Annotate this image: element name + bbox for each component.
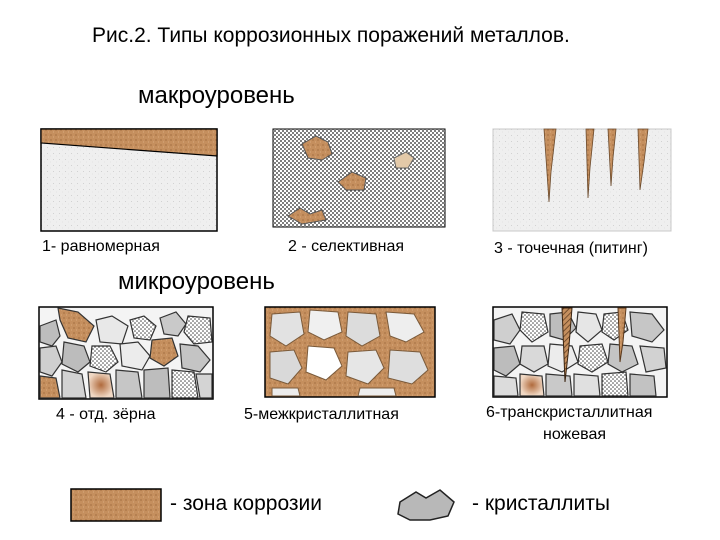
panel-uniform-label: 1- равномерная: [42, 238, 160, 255]
legend-crystallites-label: - кристаллиты: [472, 492, 610, 515]
panel-pitting-label: 3 - точечная (питинг): [494, 240, 648, 257]
panel-intercrystalline-label: 5-межкристаллитная: [244, 406, 399, 423]
legend-corrosion-label: - зона коррозии: [170, 492, 323, 515]
panel-transcrystalline-label: 6-транскристаллитная: [486, 404, 653, 421]
legend-corrosion-swatch: [70, 488, 162, 522]
pit: [543, 128, 557, 203]
panel-pitting: [492, 128, 672, 232]
macro-level-label: макроуровень: [138, 82, 295, 109]
panel-selective: [272, 128, 446, 228]
corrosion-spot: [287, 207, 327, 225]
pit: [607, 128, 617, 187]
panel-transcrystalline: [492, 306, 668, 398]
legend-crystallite-swatch: [397, 489, 455, 521]
corrosion-spot: [393, 151, 415, 169]
pit: [585, 128, 595, 199]
panel-transcrystalline-label-2: ножевая: [543, 426, 607, 443]
corrosion-spot: [301, 135, 333, 161]
knife-crack: [617, 307, 627, 363]
panel-grains: [38, 306, 214, 400]
figure-title: Рис.2. Типы коррозионных поражений метал…: [92, 24, 570, 47]
panel-selective-label: 2 - селективная: [288, 238, 405, 255]
panel-grains-label: 4 - отд. зёрна: [56, 406, 156, 423]
pit: [637, 128, 649, 191]
panel-uniform: [40, 128, 218, 232]
corrosion-spot: [337, 171, 367, 191]
knife-crack: [561, 307, 573, 383]
panel-intercrystalline: [264, 306, 436, 398]
micro-level-label: микроуровень: [118, 268, 275, 295]
